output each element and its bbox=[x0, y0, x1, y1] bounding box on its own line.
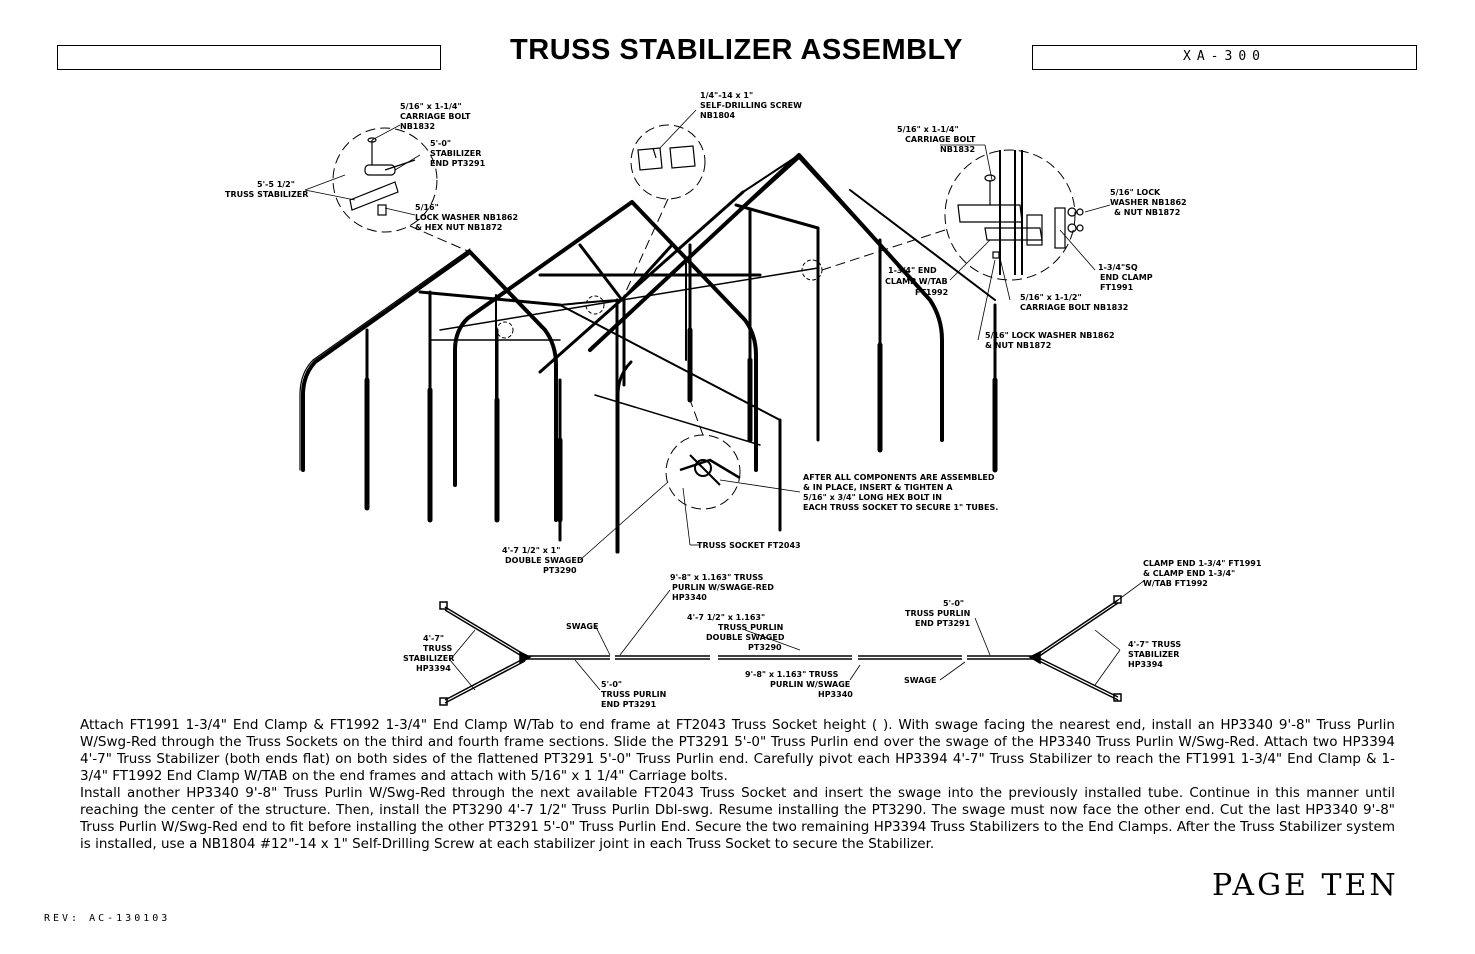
r-bolt2-line1: 5/16" x 1-1/2" bbox=[1020, 293, 1082, 302]
purlin-end-l-line1: 5'-0" bbox=[601, 680, 622, 689]
purlin-dbl-line1: 4'-7 1/2" x 1.163" bbox=[687, 613, 765, 622]
after-note-line1: AFTER ALL COMPONENTS ARE ASSEMBLED bbox=[803, 473, 995, 482]
r-washer2-line2: & NUT NB1872 bbox=[985, 341, 1051, 350]
stab-r-line2: STABILIZER bbox=[1128, 650, 1179, 659]
stab-r-line1: 4'-7" TRUSS bbox=[1128, 640, 1181, 649]
top-screw-line2: SELF-DRILLING SCREW bbox=[700, 101, 802, 110]
purlin-layout bbox=[439, 595, 1122, 706]
r-clamp-line3: FT1992 bbox=[915, 288, 948, 297]
purlin-end-r-line1: 5'-0" bbox=[943, 599, 964, 608]
leader-lines bbox=[304, 109, 1146, 691]
callout-labels: 5/16" x 1-1/4" CARRIAGE BOLT NB1832 5'-0… bbox=[225, 91, 1262, 709]
after-note-line4: EACH TRUSS SOCKET TO SECURE 1" TUBES. bbox=[803, 503, 998, 512]
tl-stab-line3: END PT3291 bbox=[430, 159, 486, 168]
purlin-end-l-line3: END PT3291 bbox=[601, 700, 657, 709]
doc-code-box: XA-300 bbox=[1032, 45, 1417, 70]
r-bolt-line3: NB1832 bbox=[940, 145, 975, 154]
after-note-line3: 5/16" x 3/4" LONG HEX BOLT IN bbox=[803, 493, 942, 502]
tl-bolt-line3: NB1832 bbox=[400, 122, 435, 131]
detail-circles bbox=[332, 124, 1076, 510]
purlin-dbl-line4: PT3290 bbox=[748, 643, 782, 652]
top-screw-line3: NB1804 bbox=[700, 111, 735, 120]
purlin-end-r-line2: TRUSS PURLIN bbox=[905, 609, 970, 618]
page-title: TRUSS STABILIZER ASSEMBLY bbox=[510, 34, 963, 66]
clamp-end-line2: & CLAMP END 1-3/4" bbox=[1143, 569, 1235, 578]
purlin-end-r-line3: END PT3291 bbox=[915, 619, 971, 628]
after-note-line2: & IN PLACE, INSERT & TIGHTEN A bbox=[803, 483, 953, 492]
top-screw-line1: 1/4"-14 x 1" bbox=[700, 91, 753, 100]
purlin-red-line2: PURLIN W/SWAGE-RED bbox=[672, 583, 774, 592]
revision-code: REV: AC-130103 bbox=[44, 913, 171, 924]
r-bolt-line1: 5/16" x 1-1/4" bbox=[897, 125, 959, 134]
detail-parts bbox=[349, 137, 1084, 486]
r-clamp-line2: CLAMP W/TAB bbox=[885, 277, 948, 286]
dbl-swaged-line2: DOUBLE SWAGED bbox=[505, 556, 584, 565]
r-bolt2-line2: CARRIAGE BOLT NB1832 bbox=[1020, 303, 1128, 312]
r-clamp-line1: 1-3/4" END bbox=[888, 266, 937, 275]
purlin-red-line1: 9'-8" x 1.163" TRUSS bbox=[670, 573, 764, 582]
purlin-dbl-line2: TRUSS PURLIN bbox=[718, 623, 783, 632]
page-number-label: PAGE TEN bbox=[1212, 868, 1399, 903]
r-sq-line3: FT1991 bbox=[1100, 283, 1134, 292]
purlin-swg-line3: HP3340 bbox=[818, 690, 853, 699]
tl-stab-line2: STABILIZER bbox=[430, 149, 481, 158]
tl-washer-line1: 5/16" bbox=[415, 203, 439, 212]
tl-stab-line1: 5'-0" bbox=[430, 139, 451, 148]
tl-truss-line2: TRUSS STABILIZER bbox=[225, 190, 308, 199]
stab-l-line2: TRUSS bbox=[423, 644, 453, 653]
tl-washer-line3: & HEX NUT NB1872 bbox=[415, 223, 502, 232]
clamp-end-line3: W/TAB FT1992 bbox=[1143, 579, 1208, 588]
r-lock-line3: & NUT NB1872 bbox=[1114, 208, 1180, 217]
truss-socket-label: TRUSS SOCKET FT2043 bbox=[697, 541, 801, 550]
swage-label-left: SWAGE bbox=[566, 622, 598, 631]
stab-l-line4: HP3394 bbox=[416, 664, 451, 673]
purlin-dbl-line3: DOUBLE SWAGED bbox=[706, 633, 785, 642]
instructions-text: Attach FT1991 1-3/4" End Clamp & FT1992 … bbox=[80, 717, 1395, 853]
r-lock-line2: WASHER NB1862 bbox=[1110, 198, 1187, 207]
clamp-end-line1: CLAMP END 1-3/4" FT1991 bbox=[1143, 559, 1262, 568]
tl-bolt-line2: CARRIAGE BOLT bbox=[400, 112, 471, 121]
r-washer2-line1: 5/16" LOCK WASHER NB1862 bbox=[985, 331, 1115, 340]
purlin-swg-line1: 9'-8" x 1.163" TRUSS bbox=[745, 670, 839, 679]
tl-truss-line1: 5'-5 1/2" bbox=[257, 180, 295, 189]
r-sq-line1: 1-3/4"SQ bbox=[1098, 263, 1138, 272]
dbl-swaged-line3: PT3290 bbox=[543, 566, 577, 575]
purlin-swg-line2: PURLIN W/SWAGE bbox=[770, 680, 850, 689]
tl-washer-line2: LOCK WASHER NB1862 bbox=[415, 213, 518, 222]
instructions-paragraph-1: Attach FT1991 1-3/4" End Clamp & FT1992 … bbox=[80, 717, 1395, 784]
dbl-swaged-line1: 4'-7 1/2" x 1" bbox=[502, 546, 560, 555]
instructions-paragraph-2: Install another HP3340 9'-8" Truss Purli… bbox=[80, 785, 1395, 852]
title-frame-left bbox=[57, 45, 441, 70]
purlin-end-l-line2: TRUSS PURLIN bbox=[601, 690, 666, 699]
r-lock-line1: 5/16" LOCK bbox=[1110, 188, 1161, 197]
greenhouse-frame bbox=[299, 153, 998, 554]
r-sq-line2: END CLAMP bbox=[1100, 273, 1153, 282]
stab-l-line3: STABILIZER bbox=[403, 654, 454, 663]
tl-bolt-line1: 5/16" x 1-1/4" bbox=[400, 102, 462, 111]
swage-label-right: SWAGE bbox=[904, 676, 936, 685]
r-bolt-line2: CARRIAGE BOLT bbox=[905, 135, 976, 144]
purlin-red-line3: HP3340 bbox=[672, 593, 707, 602]
stab-l-line1: 4'-7" bbox=[423, 634, 444, 643]
stab-r-line3: HP3394 bbox=[1128, 660, 1163, 669]
